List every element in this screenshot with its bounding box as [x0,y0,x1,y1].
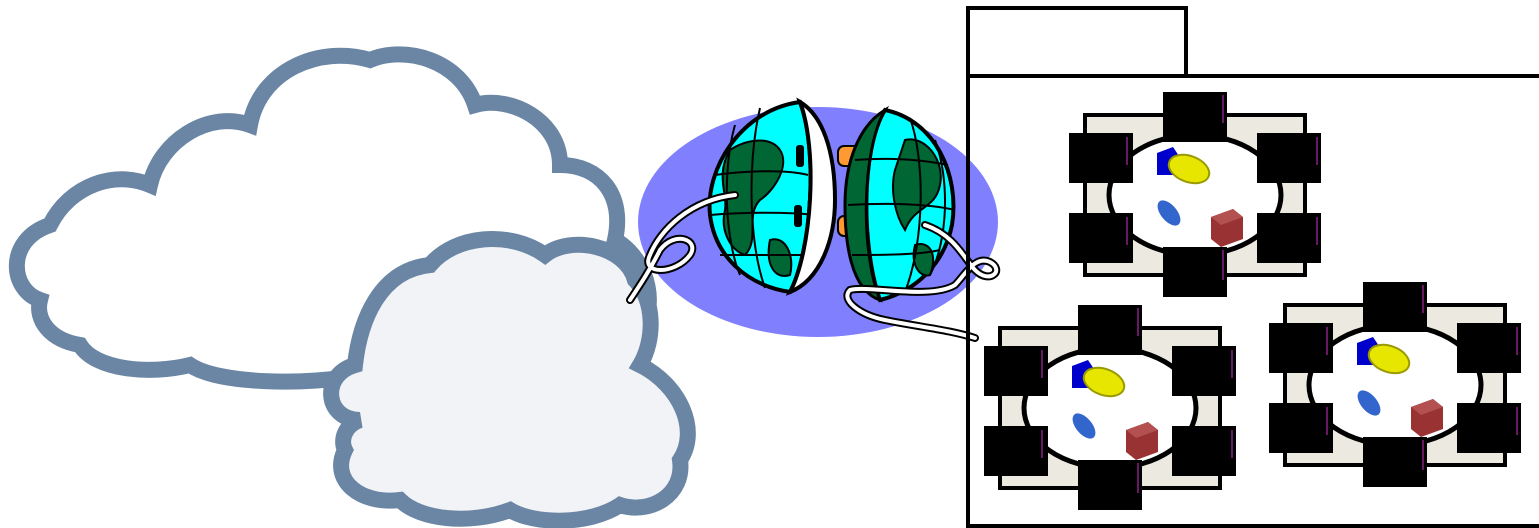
cloud-front-outline [323,231,696,528]
workstation-group-top [1069,92,1321,297]
folder [966,6,1539,528]
cloud-front [323,231,696,528]
workstation-group-bottom-right [1269,282,1521,487]
right-globe-half [843,105,1001,342]
folder-body [966,74,1539,528]
left-globe-half [626,97,838,304]
workstation-group-bottom-left [984,305,1236,510]
folder-tab [966,6,1188,78]
